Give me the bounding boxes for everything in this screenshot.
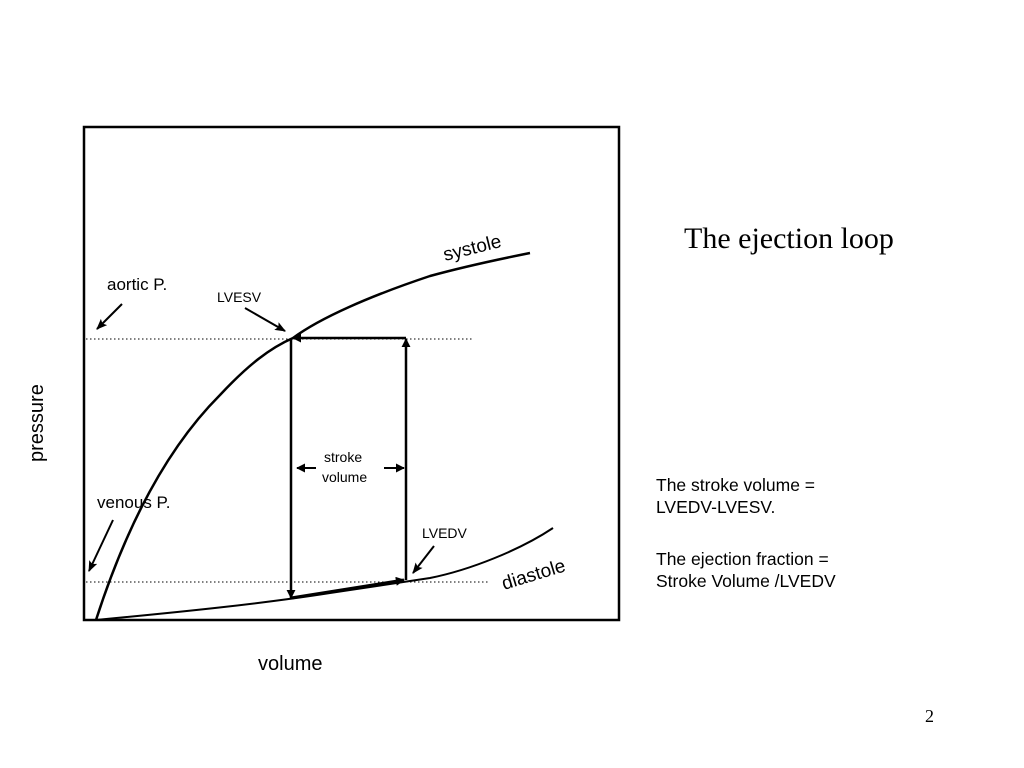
stroke-volume-note: The stroke volume = LVEDV-LVESV.: [656, 474, 815, 518]
stroke-volume-label-line2: volume: [322, 469, 367, 485]
plot-frame: [82, 125, 621, 622]
slide-title: The ejection loop: [684, 222, 894, 255]
x-axis-label: volume: [258, 653, 322, 675]
lvedv-label: LVEDV: [422, 525, 468, 541]
note-line: The stroke volume =: [656, 475, 816, 495]
note-line: LVEDV-LVESV.: [656, 497, 776, 517]
page-number: 2: [925, 706, 934, 726]
aortic-pressure-pointer: [96, 303, 123, 330]
venous-pressure-label: venous P.: [97, 493, 170, 512]
aortic-pressure-label: aortic P.: [107, 275, 167, 294]
stroke-volume-label-line1: stroke: [324, 449, 362, 465]
lvesv-pointer: [244, 307, 286, 332]
lvesv-label: LVESV: [217, 289, 262, 305]
stroke-volume-label-bg: [316, 447, 384, 487]
ejection-fraction-note: The ejection fraction = Stroke Volume /L…: [656, 548, 836, 592]
systole-curve: [94, 251, 531, 621]
loop-bottom-edge: [290, 576, 405, 600]
y-axis-label: pressure: [26, 384, 48, 462]
diastole-curve: [95, 527, 554, 621]
note-line: The ejection fraction =: [656, 549, 829, 569]
venous-pressure-pointer: [88, 519, 114, 572]
lvedv-pointer: [412, 545, 435, 574]
note-line: Stroke Volume /LVEDV: [656, 571, 836, 591]
diastole-label: diastole: [499, 556, 568, 595]
